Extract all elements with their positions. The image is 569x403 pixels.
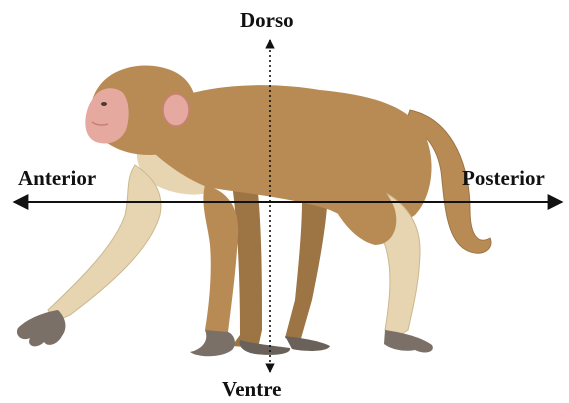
- monkey-hind-foot: [384, 330, 433, 352]
- monkey-eye: [101, 102, 107, 106]
- posterior-label: Posterior: [462, 168, 545, 189]
- monkey-face: [85, 88, 128, 143]
- monkey-illustration: [17, 66, 491, 357]
- anterior-label: Anterior: [18, 168, 96, 189]
- monkey-front-foot-far: [240, 340, 291, 355]
- monkey-hind-foot-far: [285, 336, 330, 351]
- monkey-front-foot: [190, 330, 235, 356]
- ventral-label: Ventre: [222, 379, 282, 400]
- dorsal-label: Dorso: [240, 10, 294, 31]
- monkey-front-hand: [17, 310, 66, 346]
- monkey-front-leg-near: [203, 185, 238, 340]
- monkey-ear: [163, 94, 189, 126]
